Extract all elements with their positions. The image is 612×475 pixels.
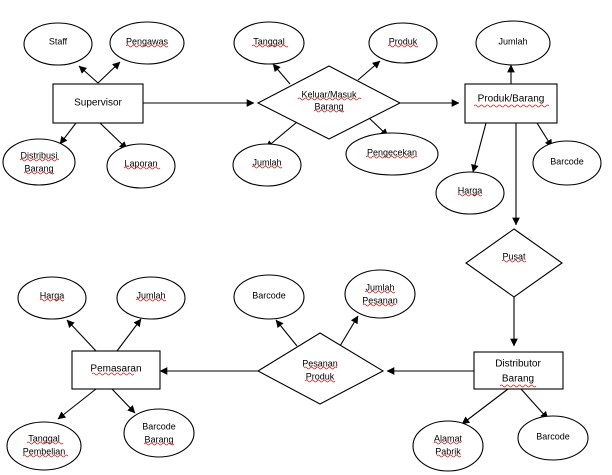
entity-pemasaran: Pemasaran [71,350,161,390]
attribute-harga-pb-label: Harga [458,185,483,195]
edge-pesanan-jumlah [339,315,359,347]
attribute-distribusi-label-line2: Barang [24,163,53,173]
attribute-tanggal-km: Tanggal [233,21,305,65]
attribute-jumlah-km-label: Jumlah [252,157,281,167]
attribute-pengawas-label: Pengawas [126,36,169,46]
edge-pemasaran-harga [66,319,97,352]
attribute-alamat-pabrik-label-line2: Pabrik [435,446,461,456]
edge-supervisor-staff [78,65,99,84]
relationship-keluar-masuk-label-line1: Keluar/Masuk [301,89,357,99]
attribute-distribusi-label-line1: Distribusi [20,150,57,160]
edge-pemasaran-barcode [111,388,136,414]
attribute-barcode-pb: Barcode [532,140,602,186]
edge-supervisor-laporan [99,122,128,150]
edge-supervisor-distribusi [59,122,77,145]
attribute-jumlah-pesanan-label-line1: Jumlah [365,282,394,292]
edge-pesanan-barcode [275,319,298,347]
attribute-barcode-dist: Barcode [517,415,589,461]
relationship-pesanan-label-line2: Produk [306,371,335,381]
attribute-jumlah-km: Jumlah [232,143,302,187]
attribute-barcode-barang-label-line1: Barcode [142,421,176,431]
edge-distributor-alamat [461,388,509,425]
relationship-keluar-masuk-barang: Keluar/Masuk Barang [256,65,402,140]
edge-supervisor-pengawas [97,61,121,84]
relationship-pesanan-produk: Pesanan Produk [256,332,385,405]
attribute-barcode-pb-label: Barcode [550,156,584,166]
attribute-harga-pem: Harga [17,276,87,320]
entity-produk-barang: Produk/Barang [464,83,558,124]
edge-pb-harga [471,122,487,173]
attribute-staff: Staff [23,22,93,66]
edge-km-tanggal [272,63,291,85]
attribute-tanggal-pembelian: Tanggal Pembelian [6,421,82,471]
attribute-laporan: Laporan [106,143,176,189]
attribute-laporan-label: Laporan [124,158,157,168]
attribute-jumlah-pesanan: Jumlah Pesanan [344,269,416,319]
attribute-barcode-pp-label: Barcode [252,290,286,300]
attribute-pengecekan-label: Pengecekan [367,147,417,157]
entity-pemasaran-label: Pemasaran [90,364,141,375]
attribute-produk-km-label: Produk [389,36,418,46]
entity-supervisor-label: Supervisor [74,98,122,109]
attribute-tanggal-pembelian-label-line2: Pembelian [23,446,66,456]
attribute-barcode-barang-label-line2: Barang [144,434,173,444]
relationship-pusat-label: Pusat [502,251,526,261]
relationship-pusat: Pusat [465,228,563,298]
attribute-jumlah-pb-label: Jumlah [498,36,527,46]
attribute-barcode-dist-label: Barcode [536,431,570,441]
attribute-distribusi-barang: Distribusi Barang [2,138,76,186]
relationship-keluar-masuk-label-line2: Barang [314,101,343,111]
attribute-produk-km: Produk [368,22,438,64]
attribute-harga-pb: Harga [435,171,505,215]
attribute-jumlah-pb: Jumlah [475,20,551,66]
attribute-alamat-pabrik-label-line1: Alamat [434,433,463,443]
attribute-pengecekan: Pengecekan [345,132,439,176]
edge-km-produk [357,60,381,81]
attribute-jumlah-pem-label: Jumlah [136,290,165,300]
edges [57,60,553,425]
edge-pemasaran-tanggal [57,388,97,420]
attribute-barcode-barang: Barcode Barang [123,408,195,458]
attribute-tanggal-pembelian-label-line1: Tanggal [28,433,60,443]
attribute-tanggal-km-label: Tanggal [253,36,285,46]
relationship-pesanan-label-line1: Pesanan [302,358,338,368]
entity-distributor-label-line1: Distributor [495,359,541,370]
attribute-staff-label: Staff [49,36,68,46]
entity-produk-barang-label: Produk/Barang [478,94,545,105]
edge-pemasaran-jumlah [116,318,142,352]
attribute-barcode-pp: Barcode [233,274,305,320]
entity-distributor-barang: Distributor Barang [473,351,564,390]
attribute-harga-pem-label: Harga [40,290,65,300]
edge-pb-barcode [536,122,553,148]
attribute-jumlah-pem: Jumlah [116,276,186,320]
edge-distributor-barcode [520,388,549,420]
entity-supervisor: Supervisor [52,83,144,124]
attribute-jumlah-pesanan-label-line2: Pesanan [362,295,398,305]
entity-distributor-label-line2: Barang [502,374,534,385]
attribute-alamat-pabrik: Alamat Pabrik [412,420,484,472]
attribute-pengawas: Pengawas [109,21,185,65]
